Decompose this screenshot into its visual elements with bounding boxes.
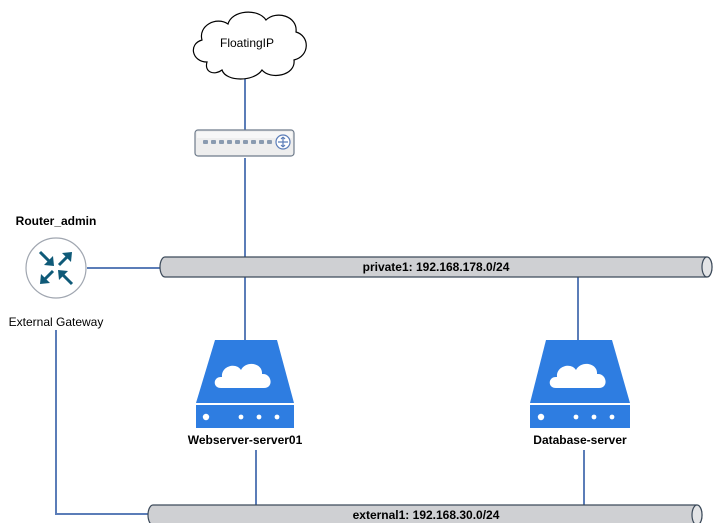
router-arrows [38, 250, 74, 286]
link-router-external [55, 330, 150, 515]
private-network-label: private1: 192.168.178.0/24 [363, 260, 510, 274]
cloud-server-icon [196, 340, 294, 428]
switch-top-face [197, 132, 292, 138]
cloud-icon [192, 11, 307, 80]
pipe-end [691, 504, 703, 523]
cloud-server-icon [530, 340, 630, 428]
database-node[interactable]: Database-server [530, 340, 630, 447]
switch-ports [203, 140, 272, 144]
floating-ip-label: FloatingIP [220, 36, 274, 50]
database-label: Database-server [533, 433, 627, 447]
floating-ip-cloud[interactable]: FloatingIP [192, 11, 307, 80]
external-network-pipe[interactable]: external1: 192.168.30.0/24 [147, 504, 703, 523]
webserver-node[interactable]: Webserver-server01 [188, 340, 303, 447]
router-admin[interactable]: Router_admin External Gateway [9, 214, 104, 329]
router-title: Router_admin [16, 214, 97, 228]
connection-lines [55, 78, 585, 515]
webserver-label: Webserver-server01 [188, 433, 303, 447]
external-network-label: external1: 192.168.30.0/24 [353, 508, 500, 522]
router-subtitle: External Gateway [9, 315, 104, 329]
private-network-pipe[interactable]: private1: 192.168.178.0/24 [159, 256, 713, 278]
network-switch[interactable] [194, 129, 295, 157]
pipe-end [701, 256, 713, 278]
network-switch-icon [275, 134, 291, 150]
router-icon [25, 237, 87, 299]
